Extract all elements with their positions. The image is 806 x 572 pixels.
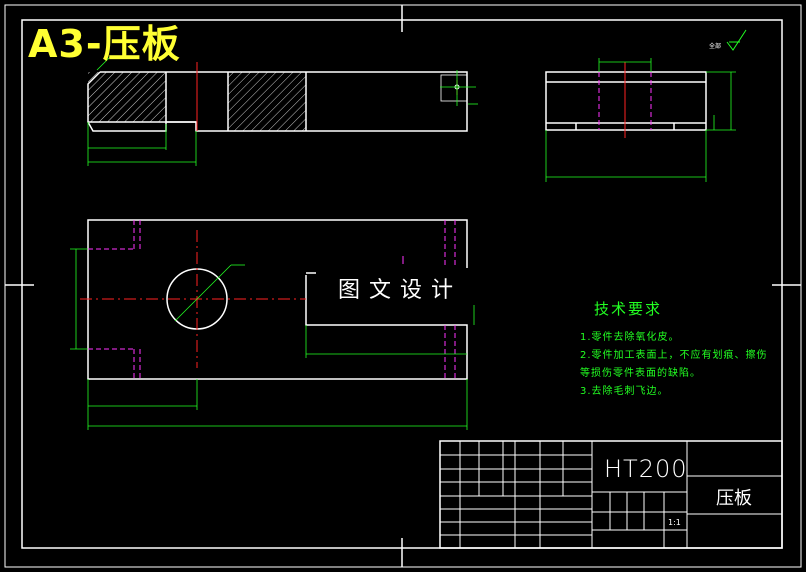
hatch-region-left: [88, 72, 166, 122]
outer-border: [4, 4, 802, 568]
centring-marks: [5, 5, 801, 567]
side-view: [545, 58, 736, 182]
hatch-region-middle: [228, 72, 306, 131]
roughness-symbol: [726, 29, 747, 51]
scale-label: 1:1: [668, 518, 681, 527]
front-view: [70, 219, 475, 430]
top-section-view: [87, 56, 478, 166]
roughness-label: 全部: [709, 43, 722, 50]
requirement-item: 1.零件去除氧化皮。: [580, 332, 680, 343]
material-label: HT200: [604, 455, 688, 483]
requirement-item: 2.零件加工表面上，不应有划痕、擦伤: [580, 350, 768, 361]
watermark-text: 图文设计: [338, 278, 463, 303]
technical-requirements-title: 技术要求: [594, 300, 663, 318]
requirement-item: 等损伤零件表面的缺陷。: [580, 368, 701, 379]
sheet-title: A3-压板: [28, 22, 181, 66]
part-name-label: 压板: [716, 488, 752, 509]
title-block: [439, 440, 783, 549]
requirement-item: 3.去除毛刺飞边。: [580, 386, 669, 397]
technical-requirements: 技术要求 1.零件去除氧化皮。 2.零件加工表面上，不应有划痕、擦伤 等损伤零件…: [580, 298, 768, 401]
